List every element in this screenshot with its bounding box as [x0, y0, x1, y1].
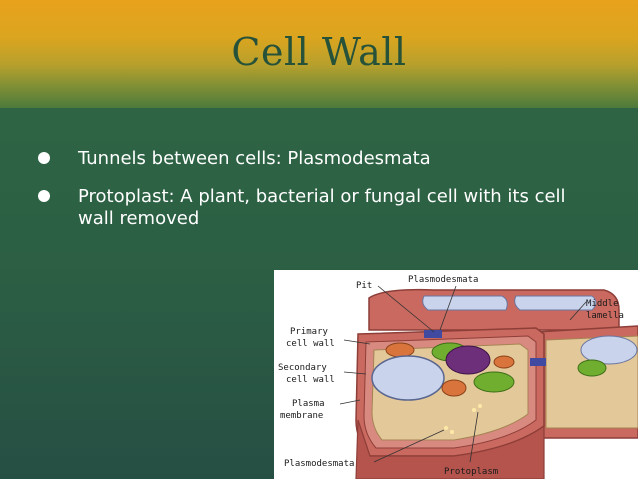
label-plasmodesmata-bottom: Plasmodesmata: [284, 459, 354, 469]
label-plasma: Plasma: [292, 399, 325, 409]
chloroplast-2: [473, 371, 515, 393]
title-band: Cell Wall: [0, 0, 638, 108]
cell-diagram-illustration: Pit Plasmodesmata Middle lamella Primary…: [278, 275, 638, 479]
slide-title: Cell Wall: [231, 30, 407, 74]
mitochondrion: [385, 342, 415, 358]
plasmodesma-dot: [472, 408, 476, 412]
bullet-dot-icon: [38, 152, 50, 164]
upper-vacuole-2: [514, 295, 597, 311]
bullet-text: Protoplast: A plant, bacterial or fungal…: [78, 186, 566, 229]
bullet-text: Tunnels between cells: Plasmodesmata: [78, 148, 431, 169]
plasmodesma-channel: [424, 330, 442, 338]
plasmodesma-channel-2: [530, 358, 546, 366]
label-lamella: lamella: [586, 311, 624, 321]
right-vacuole: [580, 335, 638, 365]
bullet-dot-icon: [38, 190, 50, 202]
label-cell-wall-2: cell wall: [286, 375, 335, 385]
label-primary: Primary: [290, 327, 329, 337]
nucleus: [445, 345, 491, 375]
bullet-list: Tunnels between cells: Plasmodesmata Pro…: [38, 148, 578, 246]
label-protoplasm: Protoplasm: [444, 467, 498, 477]
label-plasmodesmata-top: Plasmodesmata: [408, 275, 478, 285]
plasmodesma-dot: [450, 430, 454, 434]
plasmodesma-dot: [444, 426, 448, 430]
mitochondrion-2: [493, 355, 515, 369]
label-membrane: membrane: [280, 411, 323, 421]
cell-wall-front-face: [355, 419, 545, 479]
plasmodesma-dot: [478, 404, 482, 408]
bullet-item: Tunnels between cells: Plasmodesmata: [38, 148, 578, 170]
label-secondary: Secondary: [278, 363, 327, 373]
bullet-item: Protoplast: A plant, bacterial or fungal…: [38, 186, 578, 230]
cell-wall-diagram: Pit Plasmodesmata Middle lamella Primary…: [274, 270, 638, 479]
vacuole: [371, 355, 445, 401]
upper-vacuole: [422, 295, 508, 311]
label-cell-wall-1: cell wall: [286, 339, 335, 349]
mitochondrion-3: [441, 379, 467, 397]
right-chloroplast: [577, 359, 607, 377]
label-middle: Middle: [586, 299, 619, 309]
label-pit: Pit: [356, 281, 372, 291]
leader-lines: [339, 285, 587, 463]
